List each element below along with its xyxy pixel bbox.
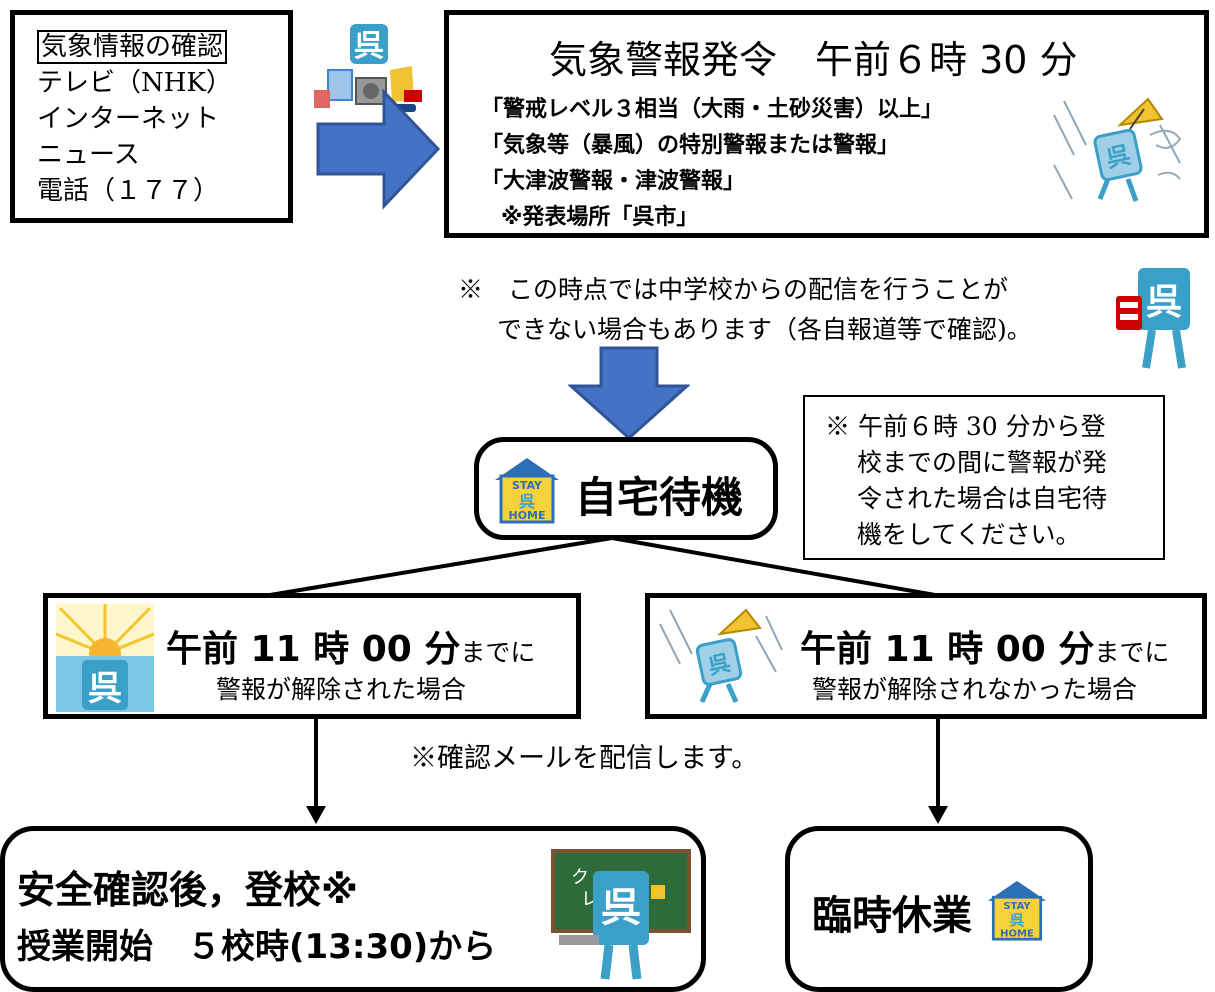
right-arrow-icon <box>316 88 441 210</box>
weather-info-item: ニュース <box>37 140 140 170</box>
result-left-box: 安全確認後，登校※ 授業開始 ５校時(13:30)から ク レ 呉 <box>0 826 706 992</box>
branch-left-suffix: までに <box>460 638 536 667</box>
down-arrow-icon <box>568 346 690 440</box>
svg-text:呉: 呉 <box>1010 913 1025 930</box>
result-right-box: 臨時休業 STAY 呉 HOME <box>785 826 1093 992</box>
warning-line: 「大津波警報・津波警報」 <box>481 169 746 194</box>
warning-title: 気象警報発令 午前６時 30 分 <box>549 38 1078 82</box>
weather-info-box: 気象情報の確認 テレビ（NHK） インターネット ニュース 電話（１７７） <box>10 10 293 223</box>
weather-info-item: テレビ（NHK） <box>37 68 232 98</box>
svg-text:HOME: HOME <box>1000 928 1034 939</box>
warning-line: 「気象等（暴風）の特別警報または警報」 <box>481 133 900 158</box>
svg-text:ク: ク <box>571 867 589 888</box>
branch-left-condition: 警報が解除された場合 <box>216 675 467 704</box>
svg-text:HOME: HOME <box>508 509 545 522</box>
branch-right-heading: 午前 11 時 00 分までに <box>800 620 1169 672</box>
warning-location: ※発表場所「呉市」 <box>501 205 699 230</box>
warning-line: 「警戒レベル３相当（大雨・土砂災害）以上」 <box>481 97 944 122</box>
stay-home-box: STAY 呉 HOME 自宅待機 <box>474 437 778 540</box>
classroom-mascot-illustration: ク レ 呉 <box>551 843 691 983</box>
mascot-supplies-illustration: 呉 <box>308 20 428 120</box>
branch-right-condition: 警報が解除されなかった場合 <box>812 675 1138 704</box>
mail-note: ※確認メールを配信します。 <box>410 743 759 774</box>
branch-right-box: 呉 午前 11 時 00 分までに 警報が解除されなかった場合 <box>645 593 1207 719</box>
branch-left-time: 午前 11 時 00 分 <box>166 629 461 670</box>
side-note-line: 校までの間に警報が発 <box>857 448 1108 477</box>
side-note-line: 機をしてください。 <box>857 520 1081 549</box>
svg-text:呉: 呉 <box>706 651 733 680</box>
stay-home-label: 自宅待機 <box>575 473 744 522</box>
weather-info-item: インターネット <box>37 104 220 134</box>
notice-text-line1: ※ この時点では中学校からの配信を行うことが <box>458 275 1009 304</box>
result-left-line1: 安全確認後，登校※ <box>17 868 358 912</box>
weather-info-item: 電話（１７７） <box>37 176 220 206</box>
storm-mascot-small-illustration: 呉 <box>656 606 784 706</box>
svg-text:呉: 呉 <box>1146 282 1182 323</box>
side-note-box: ※ 午前６時 30 分から登 校までの間に警報が発 令された場合は自宅待 機をし… <box>803 395 1165 560</box>
branch-right-suffix: までに <box>1094 638 1170 667</box>
result-right-label: 臨時休業 <box>812 893 972 939</box>
notice-text-line2: できない場合もあります（各自報道等で確認)。 <box>497 315 1032 344</box>
branch-right-time: 午前 11 時 00 分 <box>800 629 1095 670</box>
stay-home-small-icon: STAY 呉 HOME <box>986 879 1048 941</box>
svg-text:呉: 呉 <box>601 885 641 931</box>
side-note-line: 令された場合は自宅待 <box>857 484 1108 513</box>
svg-text:STAY: STAY <box>1003 901 1031 912</box>
svg-text:呉: 呉 <box>1104 141 1133 173</box>
storm-mascot-illustration: 呉 <box>1050 95 1190 210</box>
branch-left-box: 呉 午前 11 時 00 分までに 警報が解除された場合 <box>43 593 581 719</box>
svg-text:呉: 呉 <box>519 492 535 511</box>
branch-left-heading: 午前 11 時 00 分までに <box>166 620 535 672</box>
warning-box: 気象警報発令 午前６時 30 分 「警戒レベル３相当（大雨・土砂災害）以上」 「… <box>444 10 1209 238</box>
stay-home-icon: STAY 呉 HOME <box>493 456 561 524</box>
side-note-line: ※ 午前６時 30 分から登 <box>825 412 1106 441</box>
weather-info-heading: 気象情報の確認 <box>37 30 228 64</box>
svg-text:呉: 呉 <box>88 669 122 709</box>
result-left-line2: 授業開始 ５校時(13:30)から <box>17 927 497 967</box>
svg-text:STAY: STAY <box>512 479 543 492</box>
mascot-glyph: 呉 <box>354 29 384 64</box>
phone-mascot-illustration: 呉 <box>1110 262 1208 374</box>
sunrise-mascot-illustration: 呉 <box>56 604 154 712</box>
